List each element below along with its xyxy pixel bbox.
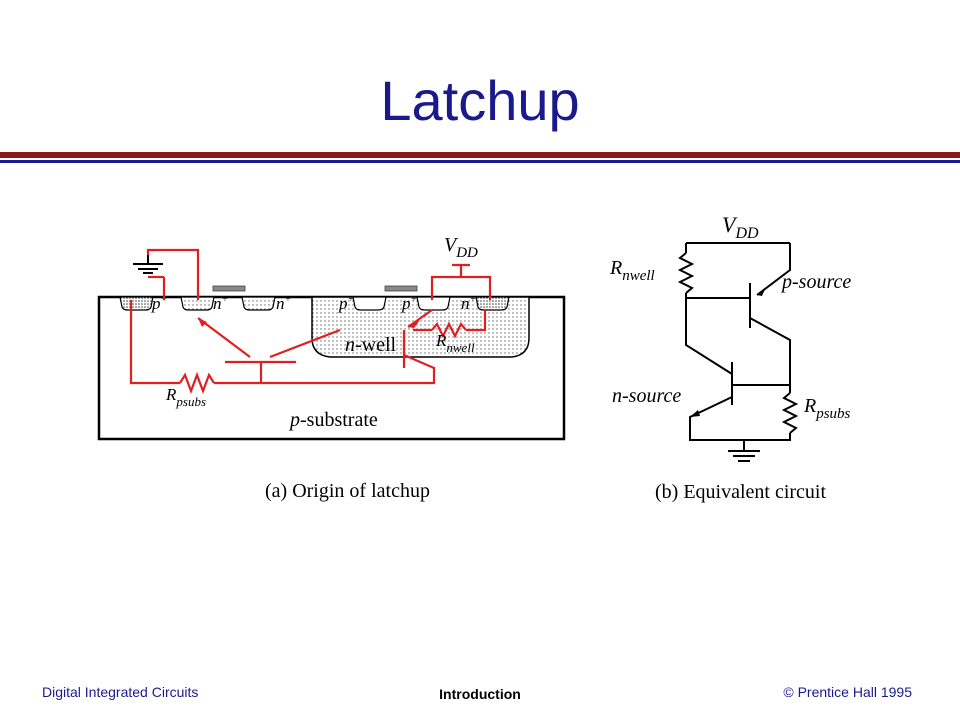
header-rule-red bbox=[0, 152, 960, 158]
diffusion-p-source bbox=[416, 296, 451, 311]
rnwell-label-b: Rnwell bbox=[609, 257, 655, 284]
footer-section: Introduction bbox=[439, 686, 521, 702]
footer-copyright: © Prentice Hall 1995 bbox=[783, 684, 912, 700]
caption-a: (a) Origin of latchup bbox=[265, 480, 430, 502]
nwell-label: n-well bbox=[345, 334, 397, 356]
diffusion-p-body bbox=[119, 296, 154, 311]
figure-a: p+ n+ n+ p+ p+ n+ bbox=[97, 234, 566, 502]
nsource-label: n-source bbox=[612, 385, 681, 407]
npn-emitter-arrow-b bbox=[690, 410, 700, 417]
pnp-emitter-arrow bbox=[408, 320, 420, 328]
ground-icon bbox=[133, 255, 163, 274]
label-n-plus-1: n+ bbox=[213, 294, 228, 313]
caption-b: (b) Equivalent circuit bbox=[655, 481, 826, 503]
vdd-label-b: VDD bbox=[722, 212, 759, 242]
diffusion-n-well-contact bbox=[475, 296, 510, 311]
parasitic-wiring bbox=[129, 248, 492, 395]
pnp-emitter-arrow-b bbox=[757, 287, 766, 296]
label-n-plus-3: n+ bbox=[461, 294, 476, 313]
label-p-plus-3: p+ bbox=[401, 294, 417, 313]
header-rule-blue bbox=[0, 160, 960, 163]
figure-b: VDD bbox=[609, 212, 851, 503]
diffusion-p-drain bbox=[352, 296, 387, 311]
slide-title: Latchup bbox=[380, 69, 580, 132]
diffusion-n-source bbox=[180, 296, 215, 311]
vdd-label-a: VDD bbox=[444, 234, 478, 261]
rpsubs-label-a: Rpsubs bbox=[165, 385, 206, 409]
rnwell-label-a: Rnwell bbox=[435, 331, 475, 355]
psource-label: p-source bbox=[780, 271, 851, 293]
gate-pmos bbox=[384, 285, 418, 292]
rpsubs-label-b: Rpsubs bbox=[803, 395, 851, 422]
nwell-region bbox=[311, 296, 530, 358]
label-n-plus-2: n+ bbox=[276, 294, 291, 313]
equivalent-circuit-wires bbox=[677, 242, 799, 462]
substrate-label: p-substrate bbox=[288, 409, 378, 431]
npn-emitter-arrow bbox=[198, 318, 207, 327]
footer-book-title: Digital Integrated Circuits bbox=[42, 684, 199, 700]
gate-nmos bbox=[212, 285, 246, 292]
label-p-plus-2: p+ bbox=[338, 294, 354, 313]
header-rule-gap bbox=[0, 158, 960, 160]
diffusion-n-drain bbox=[241, 296, 276, 311]
